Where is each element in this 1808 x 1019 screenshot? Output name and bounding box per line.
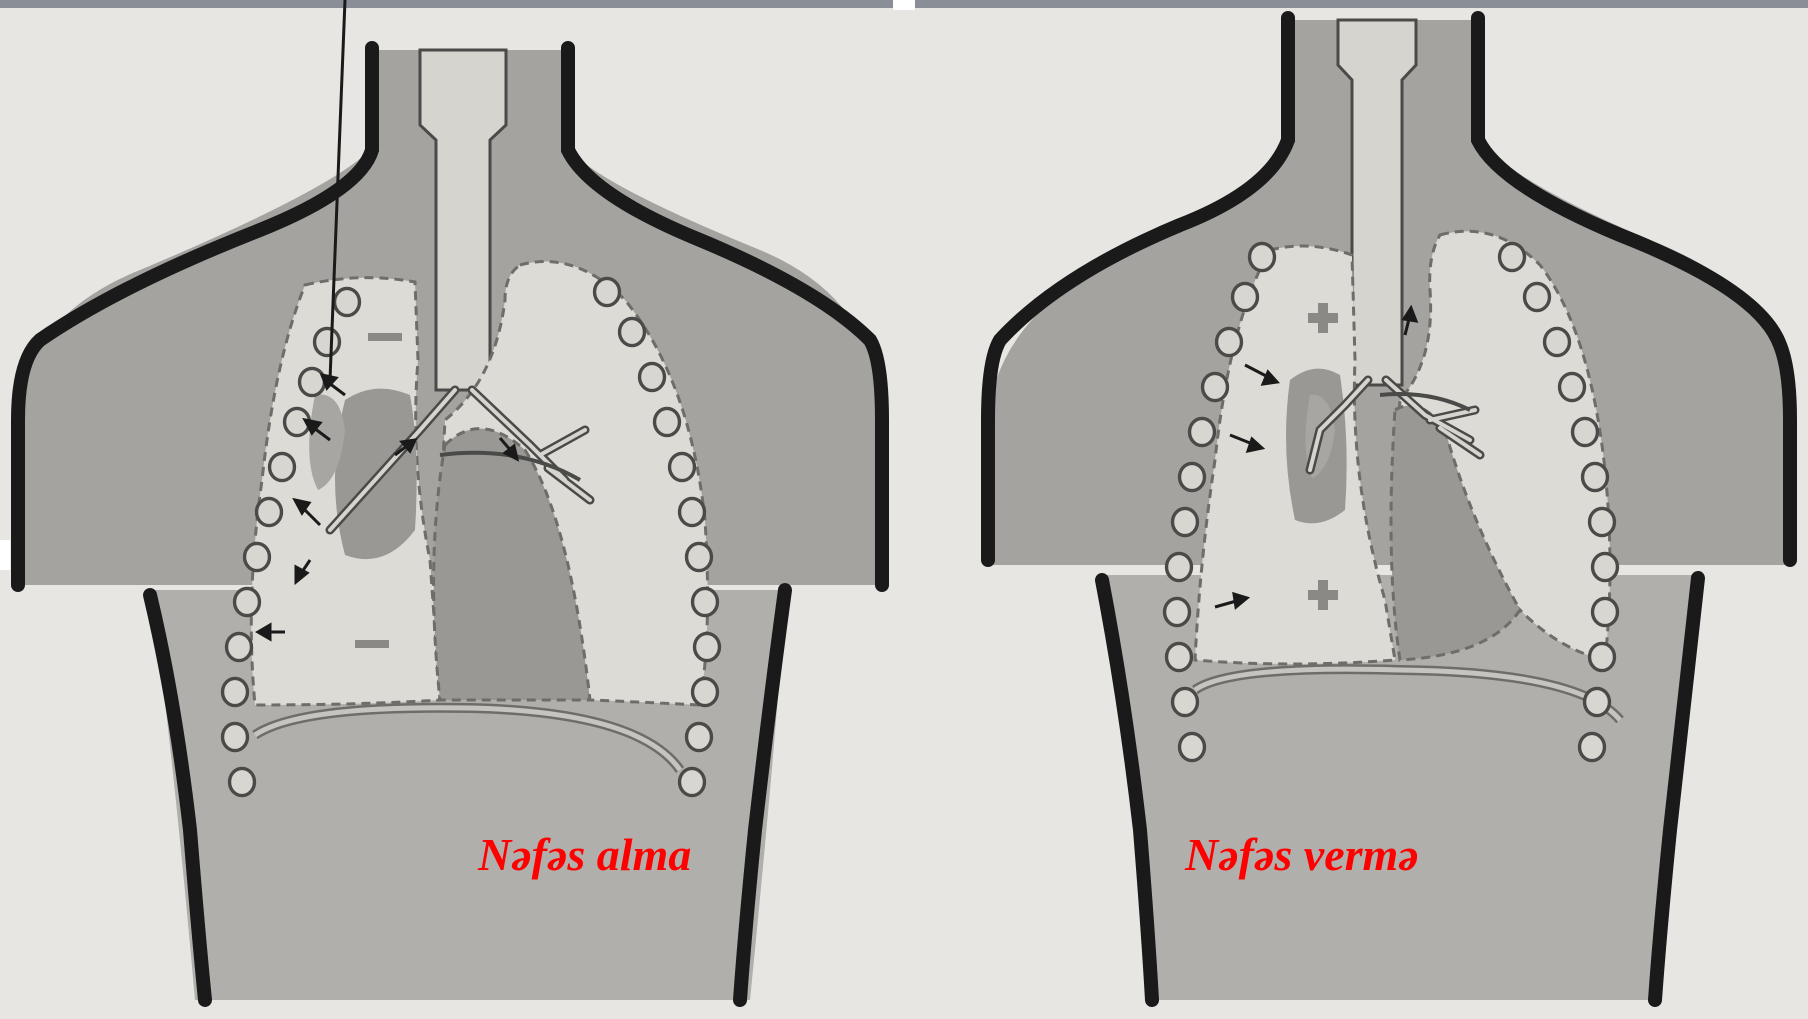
inhalation-caption: Nəfəs alma <box>478 828 691 881</box>
left-edge-marker <box>0 540 10 570</box>
minus-sign-2 <box>355 640 389 648</box>
minus-sign <box>368 333 402 341</box>
top-strip-handle <box>893 0 915 10</box>
exhalation-caption: Nəfəs vermə <box>1185 828 1419 881</box>
